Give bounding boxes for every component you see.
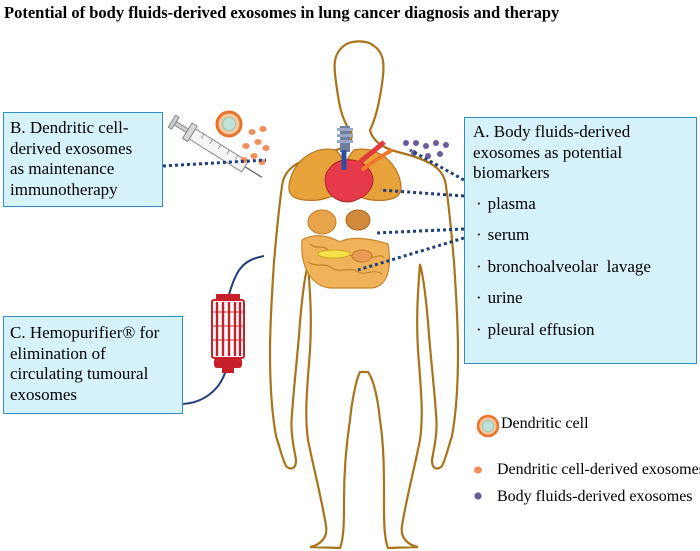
box-b-line: derived exosomes <box>10 138 133 158</box>
bullet-dot: · <box>476 225 482 244</box>
box-a-heading-line: biomarkers <box>473 163 550 182</box>
box-a-biomarkers: A. Body fluids-derived exosomes as poten… <box>464 117 697 364</box>
biomarker-item-serum: · serum <box>473 225 688 246</box>
connector-urine <box>357 236 465 272</box>
syringe-illustration <box>167 114 263 178</box>
box-c-line: C. Hemopurifier® for <box>10 323 160 342</box>
box-c-line: circulating tumoural <box>10 364 149 383</box>
box-b-line: B. Dendritic cell- <box>10 118 129 137</box>
biomarker-item-bronchoalveolar-lavage: ·bronchoalveolar lavage <box>473 257 688 278</box>
connector-a-to-exosomes <box>409 148 465 182</box>
bullet-dot: · <box>476 288 482 307</box>
biomarker-item-plasma: ·plasma <box>473 194 688 215</box>
bullet-dot: · <box>476 256 482 276</box>
legend-label: Body fluids-derived exosomes <box>497 488 693 505</box>
legend-dc-exosome-dot <box>474 466 482 474</box>
bullet-dot: · <box>476 319 482 339</box>
box-c-hemopurifier: C. Hemopurifier® for elimination of circ… <box>3 316 183 414</box>
connector-plasma <box>379 188 465 198</box>
box-c-line: exosomes <box>10 384 78 404</box>
box-a-heading-line: exosomes as potential <box>473 142 623 162</box>
biomarker-item-urine: · urine <box>473 288 688 309</box>
biomarker-label: urine <box>487 288 523 307</box>
legend-bf-exosome-dot <box>474 492 482 500</box>
box-b-line: immunotherapy <box>10 179 118 199</box>
box-b-line: as maintenance <box>10 159 115 178</box>
bullet-dot: · <box>476 193 482 213</box>
box-c-line: elimination of <box>10 343 106 363</box>
abdominal-organs-illustration <box>301 209 391 289</box>
biomarker-label: pleural effusion <box>487 319 595 339</box>
dendritic-cell-illustration <box>215 110 243 138</box>
biomarker-label: serum <box>487 225 530 244</box>
biomarker-label: plasma <box>487 193 536 213</box>
connector-lines <box>162 148 465 272</box>
figure-title: Potential of body fluids-derived exosome… <box>4 3 560 22</box>
hemopurifier-illustration <box>179 255 265 405</box>
legend-label: Dendritic cell <box>501 415 589 432</box>
heart-illustration <box>324 140 394 203</box>
biomarker-item-pleural-effusion: ·pleural effusion <box>473 320 688 341</box>
box-a-heading-line: A. Body fluids-derived <box>473 122 631 141</box>
biomarker-label: bronchoalveolar lavage <box>487 256 651 276</box>
connector-b-to-body <box>162 158 267 168</box>
body-outline <box>268 40 460 550</box>
legend-dendritic-cell-icon <box>476 414 500 438</box>
legend-label: Dendritic cell-derived exosomes <box>497 461 700 478</box>
box-b-dendritic-exosome-therapy: B. Dendritic cell- derived exosomes as m… <box>3 112 163 207</box>
connector-serum <box>375 227 465 235</box>
